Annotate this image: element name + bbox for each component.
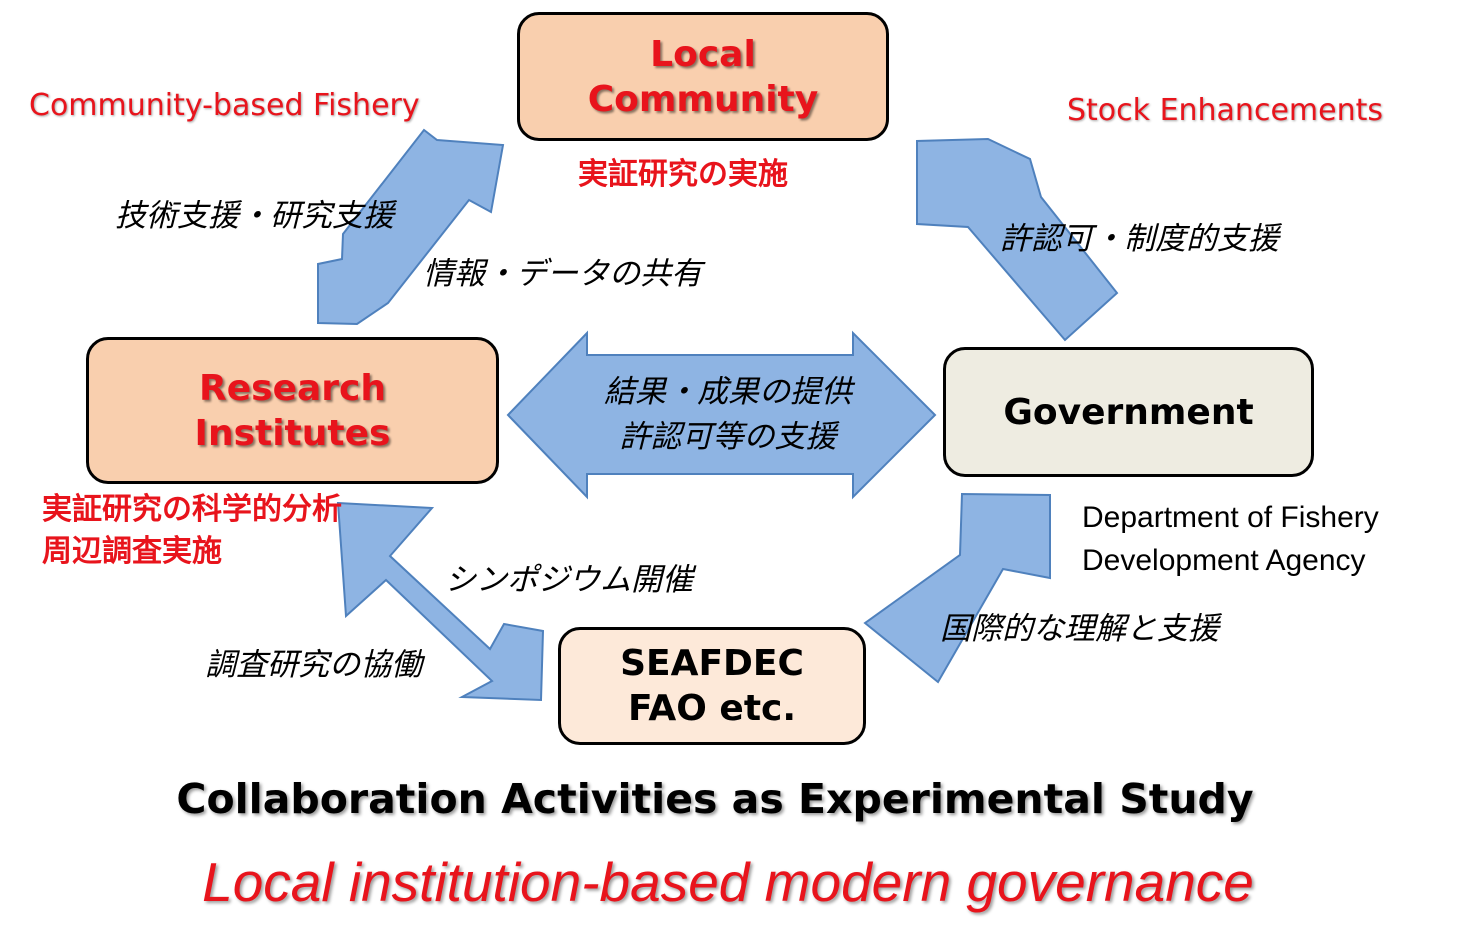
main-title: Collaboration Activities as Experimental… bbox=[176, 775, 1254, 823]
seafdec-box: SEAFDEC FAO etc. bbox=[558, 627, 866, 745]
seafdec-line1: SEAFDEC bbox=[620, 643, 804, 684]
research-institutes-line2: Institutes bbox=[194, 412, 391, 454]
research-jp-label-line1: 実証研究の科学的分析 bbox=[42, 492, 342, 527]
local-community-line1: Local bbox=[650, 33, 756, 75]
research-institutes-line1: Research bbox=[199, 367, 386, 409]
results-provision-line1: 結果・成果の提供 bbox=[604, 374, 852, 410]
research-institutes-box: Research Institutes bbox=[86, 337, 499, 484]
research-jp-label-line2: 周辺調査実施 bbox=[42, 534, 222, 569]
arrow-community-research bbox=[317, 128, 505, 326]
sub-title: Local institution-based modern governanc… bbox=[202, 851, 1254, 913]
arrow-government-community bbox=[916, 137, 1119, 342]
joint-research-label: 調査研究の協働 bbox=[205, 647, 422, 683]
department-line2: Development Agency bbox=[1082, 543, 1366, 577]
community-based-fishery-label: Community-based Fishery bbox=[29, 88, 420, 123]
arrow-research-government bbox=[506, 330, 937, 500]
local-community-box: Local Community bbox=[517, 12, 889, 141]
symposium-label: シンポジウム開催 bbox=[445, 562, 693, 598]
department-line1: Department of Fishery bbox=[1082, 501, 1379, 534]
arrow-seafdec-government bbox=[863, 492, 1051, 684]
info-sharing-label: 情報・データの共有 bbox=[423, 256, 702, 292]
seafdec-line2: FAO etc. bbox=[627, 688, 797, 729]
results-provision-label: 結果・成果の提供 許認可等の支援 bbox=[578, 370, 878, 460]
government-label: Government bbox=[1003, 391, 1254, 433]
tech-support-label: 技術支援・研究支援 bbox=[115, 198, 394, 234]
permit-support-label: 許認可・制度的支援 bbox=[1000, 221, 1279, 257]
government-box: Government bbox=[943, 347, 1314, 477]
department-label: Department of Fishery Development Agency bbox=[1082, 497, 1379, 582]
stock-enhancements-label: Stock Enhancements bbox=[1067, 93, 1383, 128]
intl-support-label: 国際的な理解と支援 bbox=[940, 611, 1219, 647]
local-community-line2: Community bbox=[587, 78, 819, 120]
results-provision-line2: 許認可等の支援 bbox=[619, 418, 837, 455]
arrow-research-seafdec bbox=[336, 501, 545, 702]
local-community-jp-label: 実証研究の実施 bbox=[578, 157, 788, 192]
